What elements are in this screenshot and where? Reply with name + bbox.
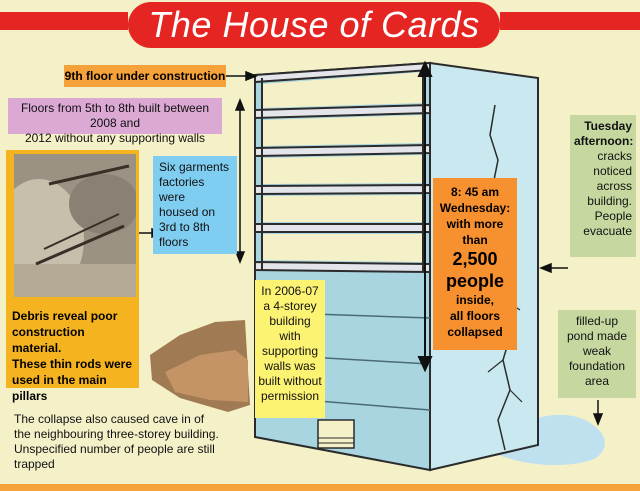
collapse-line: than [462, 233, 488, 247]
building-2006-label: In 2006-07 a 4-storey building with supp… [255, 280, 325, 418]
door-steps [318, 437, 354, 444]
collapse-time-label: 8: 45 am Wednesday: with more than 2,500… [433, 178, 517, 350]
floors-line: 2012 without any supporting walls [24, 131, 206, 145]
floors-5-8-label: Floors from 5th to 8th built between 200… [8, 98, 222, 145]
building-columns [261, 66, 424, 272]
collapse-line: inside, [455, 293, 494, 307]
collapse-line: collapsed [447, 325, 503, 339]
floors-line: Floors from 5th to 8th built between 200… [20, 101, 210, 130]
tuesday-line: cracks [597, 149, 632, 163]
factories-line: factories were [159, 175, 205, 204]
neighbour-line: Unspecified number of people are still t… [14, 442, 215, 471]
building-2006-line: In 2006-07 [261, 284, 319, 298]
six-factories-label: Six garments factories were housed on 3r… [153, 156, 237, 254]
collapse-line: with more [446, 217, 504, 231]
building-2006-line: a 4-storey [263, 299, 317, 313]
pond-line: pond made [566, 329, 628, 343]
building-2006-line: built without [258, 374, 322, 388]
debris-line: construction material. [12, 325, 85, 355]
tuesday-head-line: afternoon: [574, 134, 634, 148]
pond-line: area [584, 374, 610, 388]
height-arrow [417, 60, 433, 373]
debris-photo [14, 154, 136, 297]
collapse-line: Wednesday: [439, 201, 511, 215]
people-count: 2,500 [452, 249, 498, 269]
factories-line: Six garments [159, 160, 230, 174]
debris-caption: Debris reveal poor construction material… [12, 308, 137, 404]
building-2006-line: walls was [264, 359, 316, 373]
ninth-floor-label: 9th floor under construction [64, 65, 226, 87]
title-bar-left [0, 12, 128, 30]
building-door [317, 419, 355, 449]
floor-slabs [254, 61, 431, 274]
building-2006-line: supporting [261, 344, 319, 358]
rubble-highlight [165, 350, 248, 402]
tuesday-line: People [594, 209, 632, 223]
tuesday-head-line: Tuesday [584, 119, 632, 133]
bottom-strip [0, 484, 640, 491]
floors-bracket-arrow [234, 97, 246, 265]
tuesday-line: across [596, 179, 632, 193]
debris-line: Debris reveal poor [12, 309, 118, 323]
building-2006-line: with [279, 329, 301, 343]
factories-line: housed on [159, 205, 216, 219]
floor-openings [262, 72, 423, 262]
title-bar-right [500, 12, 640, 30]
building-2006-line: building [269, 314, 311, 328]
people-word: people [445, 271, 504, 291]
pond-line: foundation [568, 359, 626, 373]
pond-line: weak [582, 344, 611, 358]
debris-line: These thin rods were [12, 357, 133, 371]
pond-label: filled-up pond made weak foundation area [558, 310, 636, 398]
debris-photo-drawing [14, 154, 136, 297]
tuesday-line: building. [587, 194, 632, 208]
tuesday-label: Tuesday afternoon: cracks noticed across… [570, 115, 636, 257]
debris-line: used in the main pillars [12, 373, 107, 403]
collapse-line: 8: 45 am [450, 185, 500, 199]
collapse-line: all floors [449, 309, 500, 323]
tuesday-line: evacuate [583, 224, 632, 238]
tuesday-line: noticed [593, 164, 632, 178]
factories-line: 3rd to 8th [159, 220, 210, 234]
factories-line: floors [159, 235, 189, 249]
pond-line: filled-up [575, 314, 619, 328]
neighbour-line: the neighbouring three-storey building. [14, 427, 219, 441]
neighbour-collapse-text: The collapse also caused cave in of the … [14, 412, 254, 472]
page-title: The House of Cards [128, 2, 500, 48]
building-2006-line: permission [260, 389, 320, 403]
neighbour-line: The collapse also caused cave in of [14, 412, 205, 426]
